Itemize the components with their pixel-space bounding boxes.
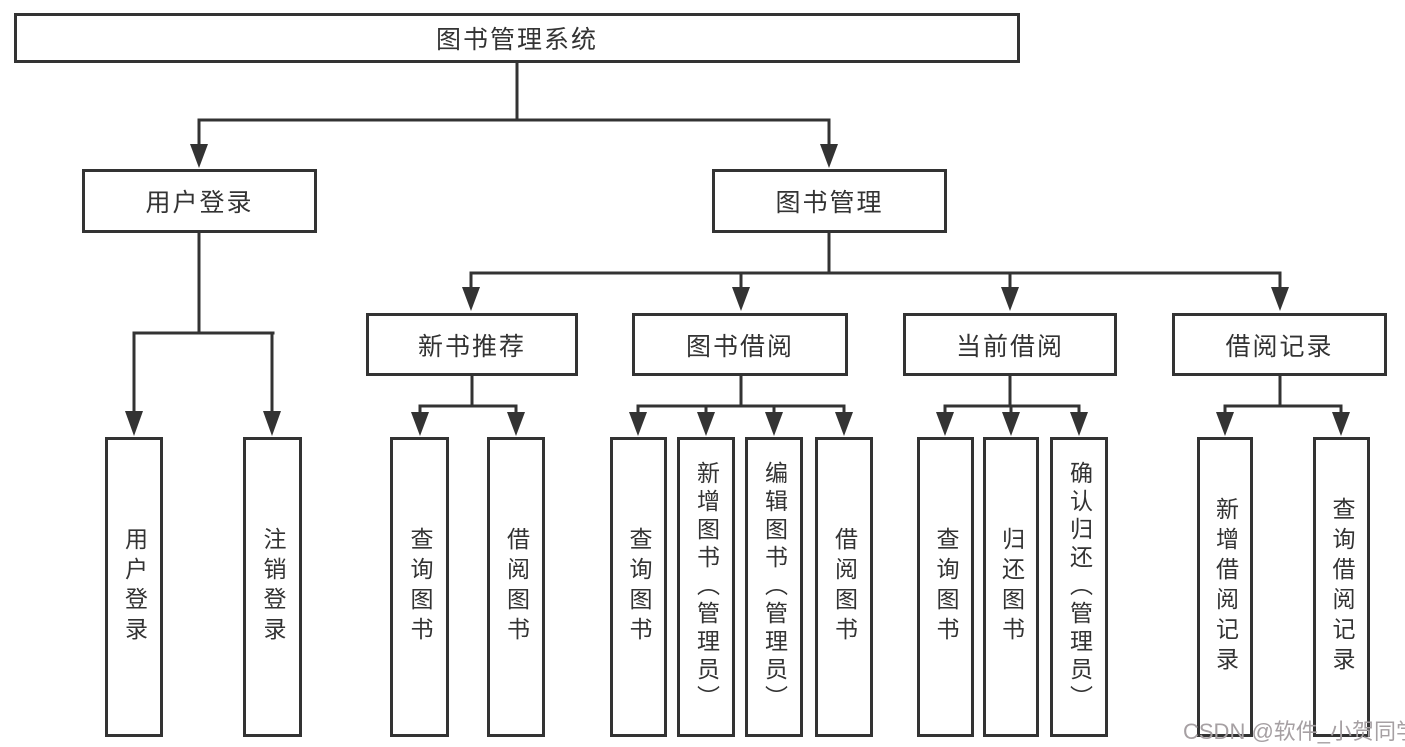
leaf-query-books-1: 查询图书 bbox=[390, 437, 449, 737]
leaf-query-books-3: 查询图书 bbox=[917, 437, 974, 737]
leaf-query-borrow-record: 查询借阅记录 bbox=[1313, 437, 1370, 737]
leaf-add-borrow-record: 新增借阅记录 bbox=[1197, 437, 1253, 737]
node-borrow-records: 借阅记录 bbox=[1172, 313, 1387, 376]
node-current-borrow: 当前借阅 bbox=[903, 313, 1117, 376]
leaf-user-login: 用户登录 bbox=[105, 437, 163, 737]
node-new-book-recommend: 新书推荐 bbox=[366, 313, 578, 376]
leaf-borrow-books-2: 借阅图书 bbox=[815, 437, 873, 737]
node-user-login: 用户登录 bbox=[82, 169, 317, 233]
node-root-system: 图书管理系统 bbox=[14, 13, 1020, 63]
leaf-add-book-admin: 新增图书（管理员） bbox=[677, 437, 735, 737]
leaf-confirm-return-admin: 确认归还（管理员） bbox=[1050, 437, 1108, 737]
node-book-borrow: 图书借阅 bbox=[632, 313, 848, 376]
leaf-query-books-2: 查询图书 bbox=[610, 437, 667, 737]
leaf-edit-book-admin: 编辑图书（管理员） bbox=[745, 437, 803, 737]
node-book-management: 图书管理 bbox=[712, 169, 947, 233]
csdn-watermark: CSDN @软件_小贺同学 bbox=[1183, 719, 1405, 744]
leaf-logout: 注销登录 bbox=[243, 437, 302, 737]
leaf-borrow-books-1: 借阅图书 bbox=[487, 437, 545, 737]
leaf-return-book: 归还图书 bbox=[983, 437, 1039, 737]
